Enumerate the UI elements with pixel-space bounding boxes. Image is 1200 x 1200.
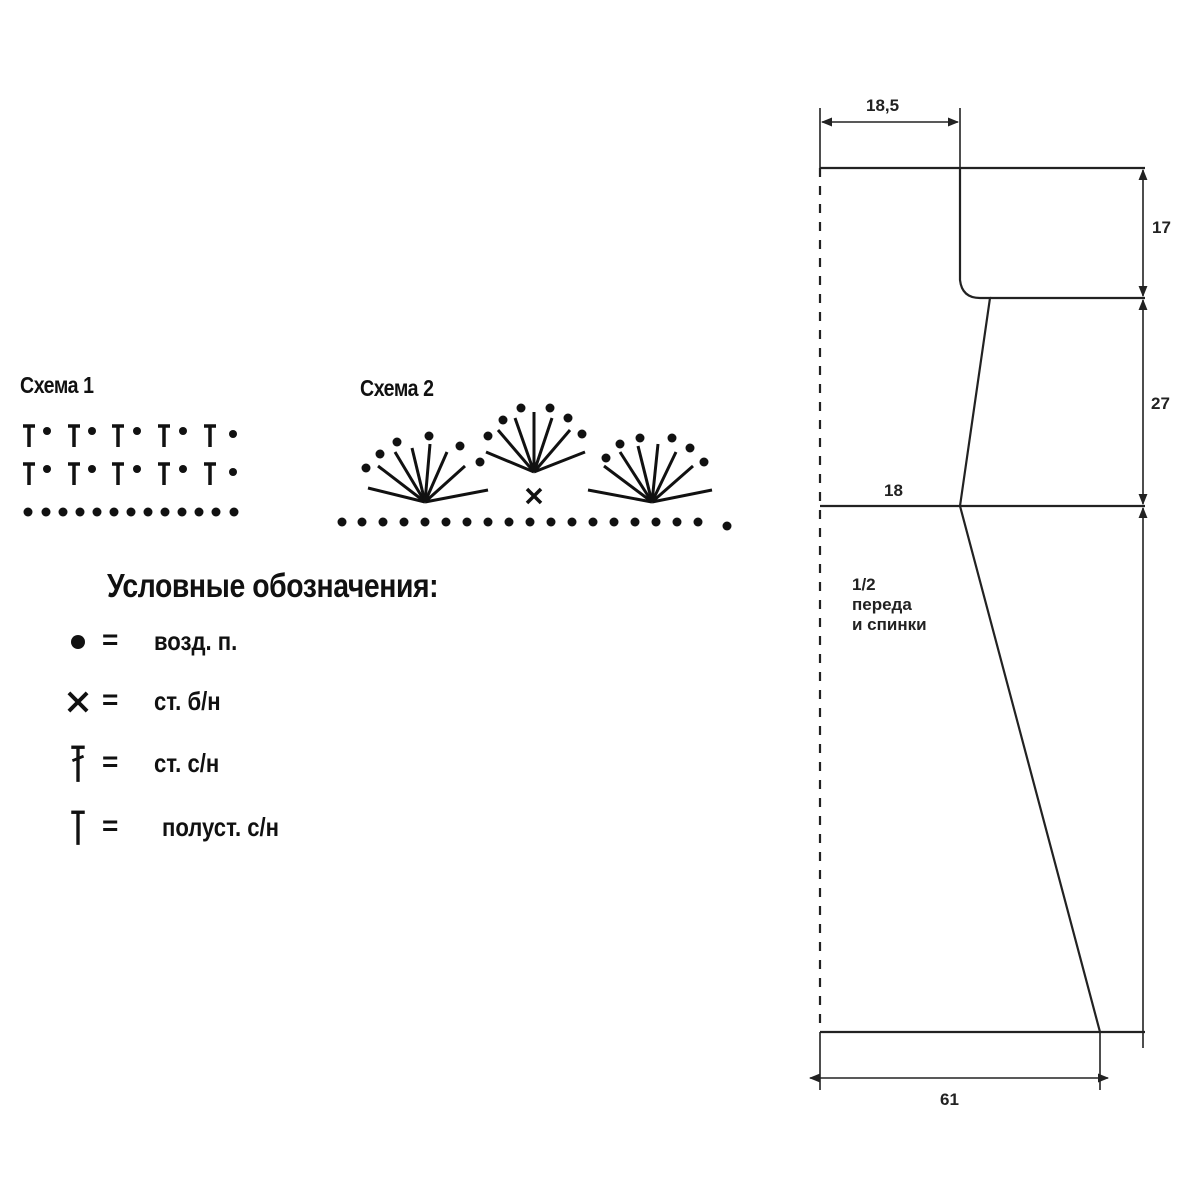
dim-mid-width: 18 (884, 481, 903, 500)
legend-item-half-double-crochet: = полуст. с/н (58, 808, 458, 848)
legend-text: возд. п. (154, 626, 238, 656)
piece-label-line: переда (852, 595, 912, 614)
legend-equals: = (102, 684, 119, 715)
scheme-2-shell-left (361, 431, 489, 504)
garment-schematic (808, 108, 1148, 1090)
scheme-2-shell-middle (483, 403, 587, 474)
dim-top-width: 18,5 (866, 96, 900, 115)
legend-title: Условные обозначения: (107, 567, 439, 604)
scheme-1-title: Схема 1 (20, 372, 94, 398)
scheme-2-chart (337, 403, 732, 531)
scheme-2-title: Схема 2 (360, 375, 434, 401)
legend-item-single-crochet: = ст. б/н (58, 682, 458, 722)
dim-yoke-height: 17 (1152, 218, 1171, 237)
scheme-1-chain-row (23, 507, 239, 517)
scheme-1-chart (22, 424, 239, 517)
legend-equals: = (102, 624, 119, 655)
half-double-crochet-icon (58, 808, 98, 848)
piece-outline (958, 168, 1102, 1033)
scheme-2-shell-right (587, 433, 713, 504)
piece-label: 1/2 переда и спинки (852, 575, 927, 635)
scheme-2-single-crochet-icon (525, 487, 543, 505)
legend-equals: = (102, 746, 119, 777)
legend-item-double-crochet: = ст. с/н (58, 744, 458, 784)
legend-text: ст. с/н (154, 748, 220, 778)
piece-label-line: и спинки (852, 615, 927, 634)
piece-label-line: 1/2 (852, 575, 876, 594)
legend-text: полуст. с/н (162, 812, 280, 842)
legend-equals: = (102, 810, 119, 841)
legend-text: ст. б/н (154, 686, 221, 716)
double-crochet-icon (58, 744, 98, 784)
dim-bottom-width: 61 (940, 1090, 959, 1109)
chain-stitch-icon (58, 622, 98, 662)
scheme-2-chain-row (337, 517, 732, 531)
legend-item-chain: = возд. п. (58, 622, 458, 662)
scheme-1-row-top (22, 424, 237, 448)
single-crochet-icon (58, 682, 98, 722)
scheme-1-row-middle (22, 462, 237, 486)
dim-upper-height: 27 (1151, 394, 1170, 413)
